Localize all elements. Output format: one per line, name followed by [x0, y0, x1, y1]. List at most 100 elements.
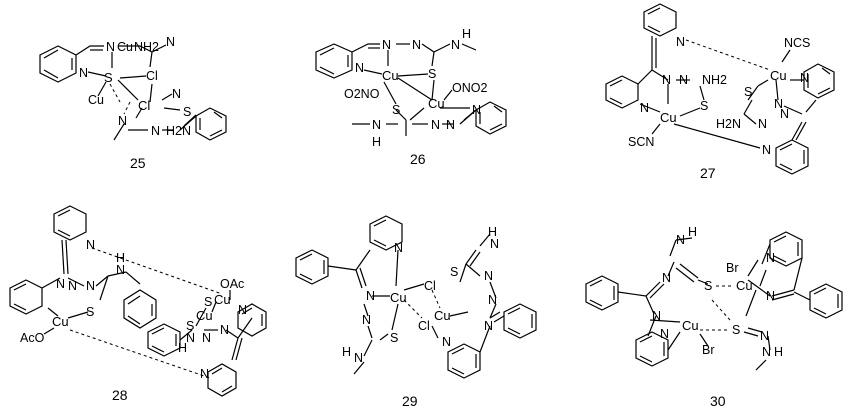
c26-label-11: N	[472, 103, 481, 117]
c26-label-9: S	[392, 103, 400, 117]
c25-label-8: Cl	[138, 98, 150, 113]
c28-label-17: N	[220, 323, 229, 337]
c28-label-3: H	[116, 251, 125, 265]
c25-label-5: S	[104, 70, 113, 85]
c29-label-7: N	[484, 269, 493, 283]
c26-label-6: S	[428, 67, 436, 81]
c27-label-8: Cu	[660, 110, 677, 125]
c30-label-12: N	[660, 327, 669, 341]
c28-label-6: S	[204, 295, 212, 309]
c28-label-1: N	[56, 277, 65, 291]
c25-label-7: Cu	[88, 93, 104, 107]
c29-label-4: N	[366, 289, 375, 303]
c26-label-10: Cu	[428, 96, 445, 111]
c25-label-10: S	[183, 105, 191, 119]
c26-label-4: N	[451, 38, 460, 52]
c29-label-16: N	[442, 335, 451, 349]
c29-label-10: Cu	[434, 308, 451, 323]
c30-label-1: H	[688, 225, 697, 239]
c26-label-1: N	[382, 38, 391, 52]
c30-label-4: S	[704, 279, 712, 293]
c27-label-16: N	[780, 107, 789, 121]
c27-label-10: S	[744, 85, 752, 99]
c30-label-8: N	[652, 309, 661, 323]
c30-label-15: H	[774, 345, 783, 359]
c25-label-6: Cl	[146, 69, 158, 83]
c27-label-5: Cu	[770, 68, 787, 83]
c27-label-4: NH2	[702, 73, 727, 87]
c29-label-0: N	[394, 241, 403, 255]
compound-27: N NCS N N NH2 Cu N N Cu S S N N H2N N SC…	[605, 3, 835, 181]
c29-label-2: N	[490, 237, 499, 251]
c26-label-13: N	[446, 118, 455, 132]
c25-label-3: N	[166, 35, 175, 49]
c28-label-12: S	[186, 319, 194, 333]
c27-label-13: H2N	[716, 117, 741, 131]
c28-label-18: N	[238, 303, 247, 317]
c25-label-4: Cu	[117, 40, 133, 54]
c27-label-11: N	[774, 97, 783, 111]
c27-label-0: N	[676, 35, 685, 49]
c30-label-5: Cu	[736, 278, 753, 293]
c27-label-1: NCS	[784, 36, 810, 50]
c27-label-3: N	[679, 73, 688, 87]
c27-label-15: SCN	[628, 135, 654, 149]
c29-label-3: S	[450, 265, 458, 279]
c25-label-11: N	[118, 114, 127, 128]
c28-label-2: N	[86, 279, 95, 293]
c28-label-19: N	[200, 367, 209, 381]
c27-label-7: N	[662, 73, 671, 87]
c30-label-2: Br	[726, 261, 739, 275]
c27-label-6: N	[800, 71, 809, 85]
c29-label-11: N	[488, 293, 497, 307]
c28-label-16: N	[202, 331, 211, 345]
c26-label-14: N	[372, 118, 381, 132]
c26-label-5: Cu	[382, 68, 399, 83]
c25-label-9: N	[172, 87, 181, 101]
c27-label-9: S	[700, 99, 708, 113]
c28-label-5: N	[68, 279, 77, 293]
compound-number-29: 29	[402, 393, 418, 409]
c28-label-14: H	[178, 341, 187, 355]
c29-label-12: N	[484, 319, 493, 333]
c30-label-11: N	[760, 329, 769, 343]
c30-label-7: N	[766, 289, 775, 303]
c30-label-14: N	[762, 345, 771, 359]
c26-label-8: O2NO	[344, 87, 380, 101]
compound-29: N H N S N Cu Cl N N Cl Cu N N S N H N 29	[295, 215, 537, 409]
c30-label-10: S	[732, 323, 740, 337]
c30-label-0: N	[662, 271, 671, 285]
c29-label-15: H	[342, 345, 351, 359]
c29-label-13: S	[390, 331, 398, 345]
compound-number-30: 30	[710, 393, 726, 409]
c26-label-12: N	[431, 118, 440, 132]
c28-label-0: N	[86, 238, 95, 252]
c25-label-0: N	[79, 66, 88, 80]
c28-label-7: Cu	[214, 292, 231, 307]
compound-26: N N N H N Cu S ONO2 O2NO S Cu N N N N H …	[315, 27, 507, 167]
c25-label-2: NH2	[134, 40, 159, 54]
c28-label-4: N	[116, 263, 125, 277]
c26-label-3: H	[462, 27, 471, 41]
compound-25: N N NH2 N Cu S Cl Cu Cl N S N N H2N 25	[39, 35, 227, 171]
c29-label-6: Cl	[424, 279, 436, 293]
c30-label-9: Cu	[682, 318, 699, 333]
c29-label-14: N	[354, 351, 363, 365]
c30-label-13: Br	[702, 343, 715, 357]
c28-label-11: S	[86, 305, 94, 319]
compound-number-25: 25	[130, 155, 146, 171]
compound-number-28: 28	[112, 387, 128, 403]
c27-label-2: N	[640, 101, 649, 115]
c27-label-12: N	[758, 117, 767, 131]
c25-label-13: H2N	[166, 124, 191, 138]
c29-label-9: Cl	[418, 319, 430, 333]
c28-label-9: AcO	[20, 331, 45, 345]
c26-label-7: ONO2	[452, 81, 487, 95]
c27-label-14: N	[762, 143, 771, 157]
c29-label-8: N	[362, 313, 371, 327]
c28-label-10: Cu	[52, 314, 69, 329]
c25-label-1: N	[106, 40, 115, 54]
compound-30: N H Br N S Cu N N N Cu S N N Br N H 30	[585, 225, 843, 409]
c25-label-12: N	[151, 124, 160, 138]
